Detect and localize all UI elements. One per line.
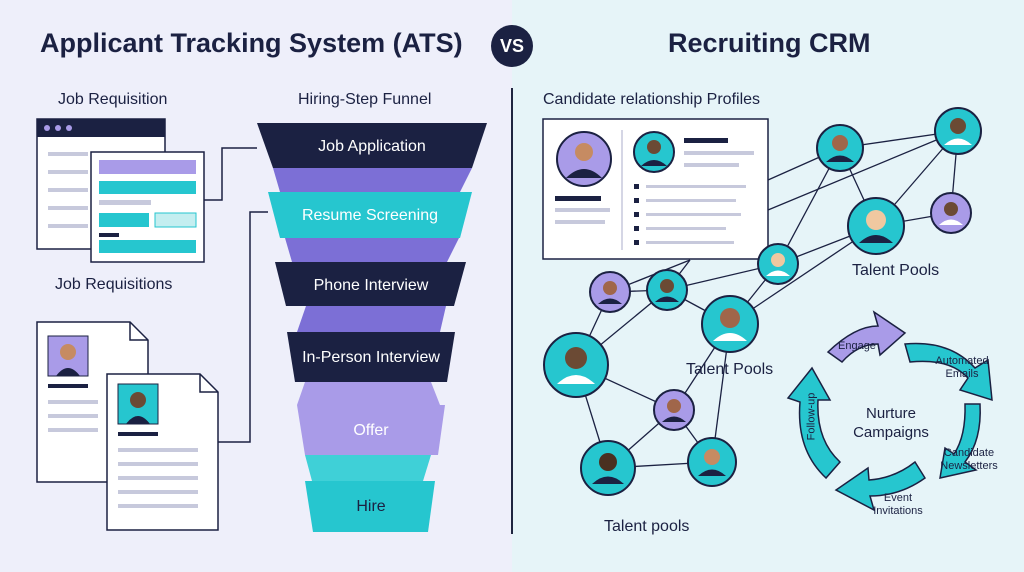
candidate-node (646, 269, 688, 311)
job-requisitions-label: Job Requisitions (55, 276, 173, 293)
candidate-node (816, 124, 864, 172)
nurture-step-follow-up: Follow-up (805, 392, 818, 441)
candidate-node (580, 440, 636, 496)
candidate-node (757, 243, 799, 285)
candidate-node (934, 107, 982, 155)
candidate-profile-card (542, 118, 769, 260)
vs-badge: VS (491, 25, 533, 67)
stage-label-phone-interview: Phone Interview (313, 276, 429, 294)
resume-documents (36, 321, 219, 531)
talent-network-nodes (543, 107, 982, 496)
panel-divider (511, 88, 513, 534)
candidate-node (589, 271, 631, 313)
crm-title: Recruiting CRM (668, 28, 871, 58)
talent-pools-label: Talent Pools (852, 262, 940, 279)
candidate-node (653, 389, 695, 431)
funnel-stage-offer (297, 405, 445, 455)
nurture-cycle (786, 310, 993, 512)
talent-pools-label: Talent pools (604, 518, 690, 535)
stage-label-resume-screening: Resume Screening (301, 206, 439, 224)
stage-label-offer: Offer (353, 421, 389, 439)
candidate-node (847, 197, 905, 255)
funnel-label: Hiring-Step Funnel (298, 91, 432, 108)
funnel-stage-phone-interview (275, 262, 466, 306)
talent-pools-label: Talent Pools (686, 361, 774, 378)
candidate-node (930, 192, 972, 234)
nurture-step-emails: Automated Emails (935, 355, 989, 380)
nurture-step-events: Event Invitations (873, 492, 923, 517)
job-requisition-documents (36, 118, 205, 263)
nurture-step-engage: Engage (838, 340, 876, 352)
funnel-stage-hire (305, 481, 435, 532)
funnel-twists (273, 168, 472, 481)
stage-label-job-application: Job Application (318, 137, 426, 155)
candidate-node (543, 332, 609, 398)
candidate-node (687, 437, 737, 487)
profiles-label: Candidate relationship Profiles (543, 91, 761, 108)
candidate-node (701, 295, 759, 353)
job-requisition-label: Job Requisition (58, 91, 168, 108)
nurture-step-newsletters: Candidate Newsletters (940, 447, 998, 472)
stage-label-in-person-interview: In-Person Interview (302, 348, 440, 366)
nurture-center-label: Nurture Campaigns (853, 405, 929, 441)
req-connector (204, 147, 257, 201)
stage-label-hire: Hire (356, 497, 386, 515)
ats-title: Applicant Tracking System (ATS) (40, 28, 463, 58)
resume-connector (218, 211, 268, 443)
funnel-stage-resume-screening (268, 192, 472, 238)
hiring-funnel (257, 123, 487, 532)
funnel-stage-in-person-interview (287, 332, 455, 382)
funnel-stage-job-application (257, 123, 487, 168)
